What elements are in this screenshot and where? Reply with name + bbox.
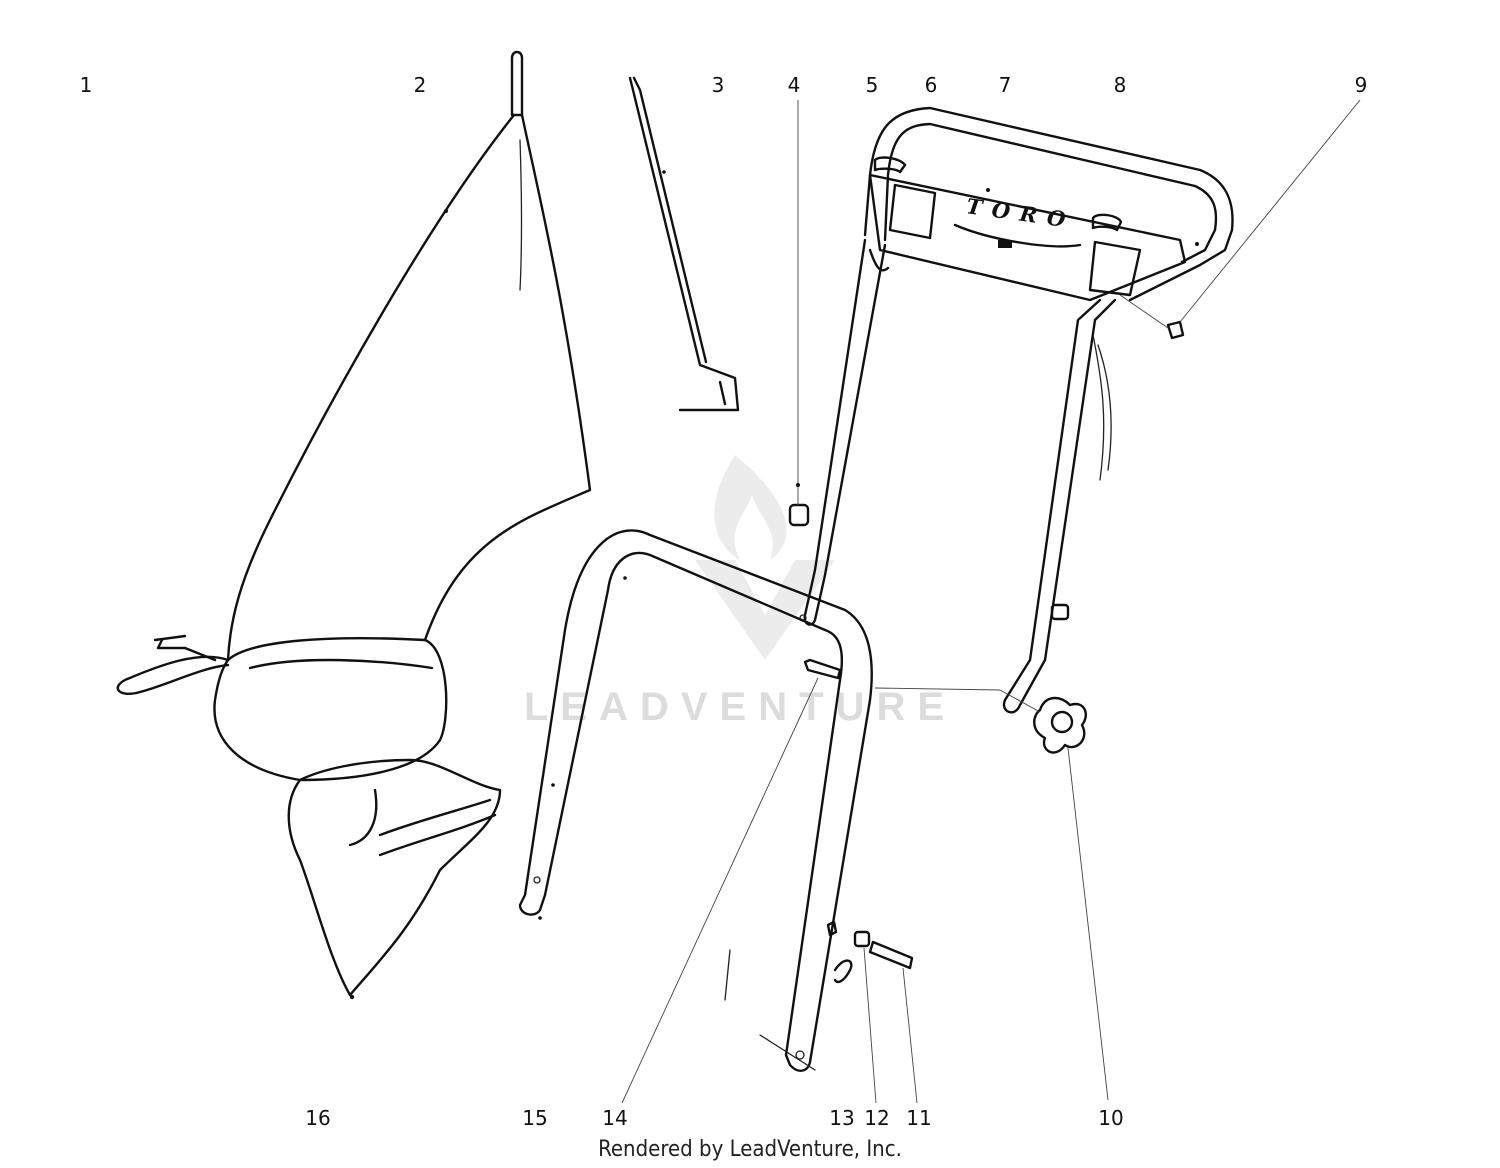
- handle-brand-text: TORO: [965, 193, 1077, 233]
- callout-7: 7: [999, 73, 1012, 97]
- callout-11: 11: [906, 1106, 931, 1130]
- callouts: 1 2 3 4 5 6 7 8 9 10 11 12 13 14 15 16: [80, 73, 1368, 1130]
- watermark-flame-icon: [714, 455, 787, 560]
- rod-drawing: [628, 76, 740, 412]
- callout-10: 10: [1098, 1106, 1123, 1130]
- callout-6: 6: [925, 73, 938, 97]
- watermark-text: LEADVENTURE: [524, 685, 956, 729]
- callout-8: 8: [1114, 73, 1127, 97]
- callout-12: 12: [864, 1106, 889, 1130]
- callout-5: 5: [866, 73, 879, 97]
- lower-handle-drawing: [518, 529, 873, 1072]
- callout-2: 2: [414, 73, 427, 97]
- callout-16: 16: [305, 1106, 330, 1130]
- callout-9: 9: [1355, 73, 1368, 97]
- fasteners-11-12-drawing: [724, 930, 918, 1104]
- watermark-v-icon: [695, 560, 835, 660]
- knob-10-drawing: [874, 687, 1109, 1101]
- watermark: LEADVENTURE: [524, 455, 956, 729]
- callout-15: 15: [522, 1106, 547, 1130]
- callout-1: 1: [80, 73, 93, 97]
- callout-13: 13: [829, 1106, 854, 1130]
- credit-text: Rendered by LeadVenture, Inc.: [598, 1137, 902, 1162]
- upper-handle-drawing: TORO: [799, 99, 1361, 714]
- callout-4: 4: [788, 73, 801, 97]
- callout-14: 14: [602, 1106, 627, 1130]
- callout-3: 3: [712, 73, 725, 97]
- clip-4-drawing: [788, 100, 810, 527]
- bolt-14-drawing: [621, 658, 842, 1104]
- grass-bag-drawing: [116, 50, 592, 1000]
